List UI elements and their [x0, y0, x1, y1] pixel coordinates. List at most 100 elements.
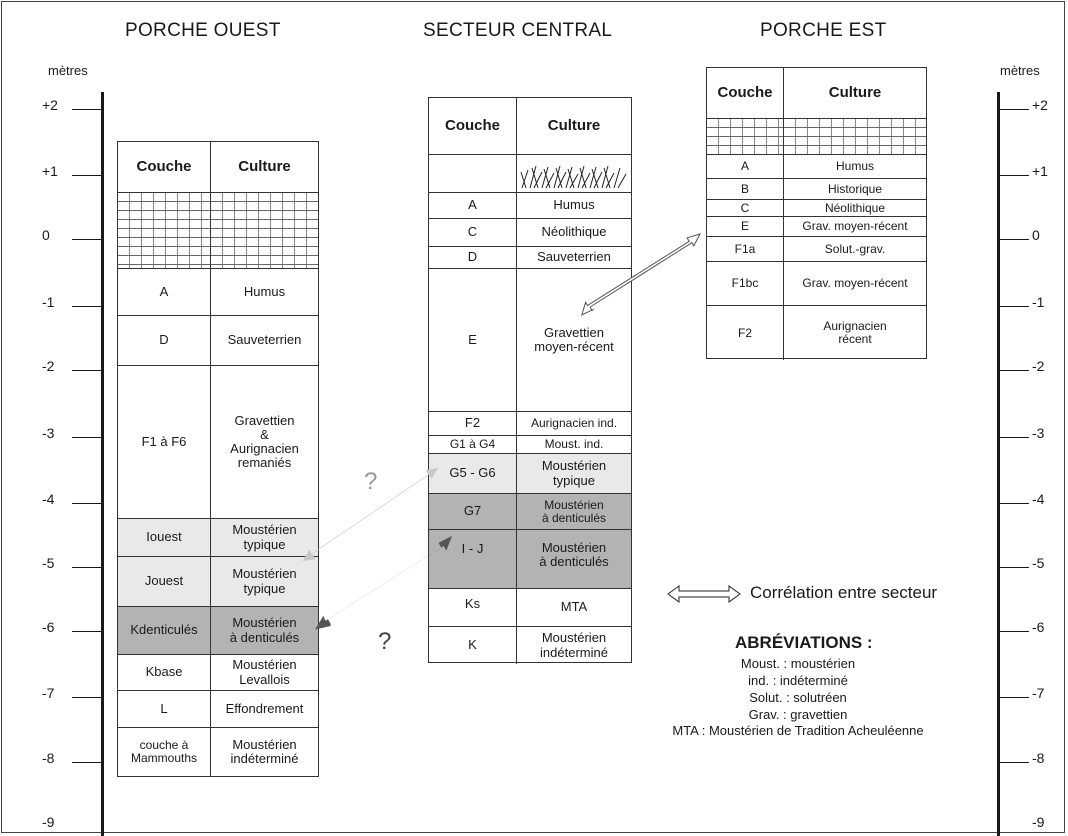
layer-culture: Moustérien Levallois: [232, 657, 297, 687]
title-porche-est: PORCHE EST: [760, 20, 887, 41]
left-tick-label: -7: [42, 685, 55, 701]
layer-culture: Solut.-grav.: [824, 241, 886, 256]
layer-row: D Sauveterrien: [118, 315, 318, 365]
vegetation-row: [429, 154, 631, 192]
layer-couche: D: [118, 316, 211, 365]
layer-couche: F2: [707, 306, 784, 360]
right-tick-mark: [999, 306, 1029, 307]
column-porche-ouest: Couche Culture A Humus D Sauveterrien F1…: [117, 141, 319, 777]
layer-culture: Moustérien typique: [232, 522, 297, 552]
question-mark-dark: ?: [378, 628, 392, 655]
abbreviation-line: ind. : indéterminé: [748, 673, 848, 688]
layer-culture: Aurignacien récent: [823, 319, 887, 346]
layer-row: F2 Aurignacien ind.: [429, 411, 631, 435]
layer-couche: A: [118, 269, 211, 315]
layer-couche: Kdenticulés: [118, 607, 211, 654]
layer-row: K Moustérien indéterminé: [429, 626, 631, 664]
layer-culture: Moustérien typique: [541, 458, 607, 488]
layer-couche: E: [429, 269, 517, 411]
left-tick-mark: [72, 175, 102, 176]
layer-row: F2 Aurignacien récent: [707, 305, 926, 360]
layer-couche: K: [429, 627, 517, 664]
header-couche: Couche: [429, 98, 517, 154]
layer-culture: Moustérien à denticulés: [539, 540, 609, 570]
double-arrow-icon: [667, 585, 741, 603]
column-secteur-central: Couche Culture A Humus C Néolithique D S…: [428, 97, 632, 664]
right-tick-label: -9: [1032, 814, 1045, 830]
layer-couche: F2: [429, 412, 517, 435]
header-culture: Culture: [238, 157, 291, 175]
right-tick-mark: [999, 567, 1029, 568]
layer-culture: Grav. moyen-récent: [802, 219, 908, 234]
layer-row: F1 à F6 Gravettien & Aurignacien remanié…: [118, 365, 318, 518]
left-tick-mark: [72, 697, 102, 698]
layer-couche: G7: [429, 494, 517, 529]
header-culture: Culture: [828, 83, 882, 101]
question-mark-light: ?: [364, 468, 378, 495]
right-tick-mark: [999, 175, 1029, 176]
right-tick-label: -7: [1032, 685, 1045, 701]
abbreviation-line: Solut. : solutréen: [749, 690, 847, 705]
layer-culture: Gravettien & Aurignacien remaniés: [230, 412, 299, 471]
right-tick-label: -1: [1032, 294, 1045, 310]
layer-culture: Historique: [827, 181, 883, 196]
left-tick-mark: [72, 437, 102, 438]
layer-couche: Iouest: [118, 519, 211, 556]
empty-cell: [429, 155, 517, 192]
layer-row: A Humus: [429, 192, 631, 218]
layer-couche: C: [429, 219, 517, 246]
layer-culture: Aurignacien ind.: [530, 416, 618, 431]
right-tick-label: -8: [1032, 750, 1045, 766]
right-tick-mark: [999, 503, 1029, 504]
layer-culture: MTA: [560, 599, 588, 615]
layer-couche: G5 - G6: [429, 454, 517, 493]
layer-row: E Gravettien moyen-récent: [429, 268, 631, 411]
layer-culture: Humus: [243, 283, 286, 299]
right-tick-label: -5: [1032, 555, 1045, 571]
layer-culture: Moustérien indéterminé: [540, 630, 608, 660]
header-row: Couche Culture: [429, 98, 631, 154]
layer-row: D Sauveterrien: [429, 246, 631, 268]
right-tick-label: -2: [1032, 358, 1045, 374]
hatched-surface-row: [118, 192, 318, 268]
layer-row: F1bc Grav. moyen-récent: [707, 261, 926, 305]
layer-couche: D: [429, 247, 517, 268]
left-tick-label: +1: [42, 163, 58, 179]
layer-row: Ks MTA: [429, 588, 631, 626]
header-row: Couche Culture: [707, 68, 926, 118]
abbreviations-title: ABRÉVIATIONS :: [735, 633, 873, 652]
left-scale-bar: [101, 92, 104, 836]
right-tick-label: -4: [1032, 491, 1045, 507]
right-tick-mark: [999, 697, 1029, 698]
layer-row: Kbase Moustérien Levallois: [118, 654, 318, 690]
header-couche: Couche: [118, 142, 211, 192]
hatch-cell: [211, 193, 318, 268]
hatch-cell: [784, 119, 926, 154]
layer-culture: Humus: [553, 197, 595, 213]
left-tick-mark: [72, 109, 102, 110]
layer-row: A Humus: [707, 154, 926, 178]
right-tick-mark: [999, 762, 1029, 763]
grass-cell: [517, 155, 631, 192]
layer-row: I - J Moustérien à denticulés: [429, 529, 631, 588]
title-secteur-central: SECTEUR CENTRAL: [423, 20, 613, 41]
left-scale-unit: mètres: [48, 63, 88, 78]
left-tick-mark: [72, 631, 102, 632]
layer-row: Iouest Moustérien typique: [118, 518, 318, 556]
layer-row: F1a Solut.-grav.: [707, 236, 926, 261]
layer-culture: Moustérien indéterminé: [230, 736, 299, 766]
layer-culture: Néolithique: [541, 224, 607, 240]
abbreviation-line: MTA : Moustérien de Tradition Acheuléenn…: [672, 723, 924, 738]
layer-culture: Effondrement: [225, 700, 304, 716]
layer-culture: Sauveterrien: [537, 249, 611, 265]
header-couche: Couche: [707, 68, 784, 118]
layer-couche: B: [707, 179, 784, 199]
left-tick-mark: [72, 239, 102, 240]
layer-culture: Moustérien à denticulés: [541, 497, 607, 525]
left-tick-label: 0: [42, 227, 50, 243]
layer-culture: Moust. ind.: [544, 437, 604, 452]
left-tick-mark: [72, 306, 102, 307]
layer-culture: Moustérien typique: [232, 566, 297, 596]
